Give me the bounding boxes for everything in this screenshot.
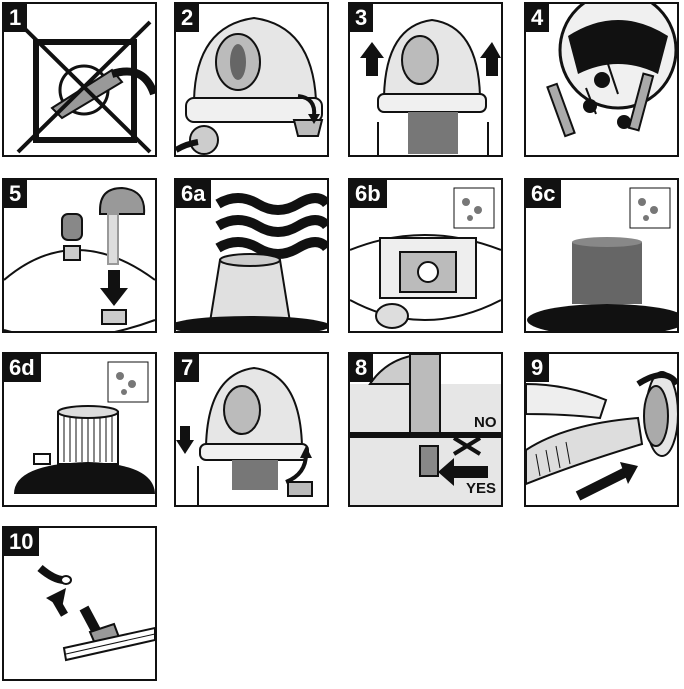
step-6c-panel: 6c [524,178,679,333]
step-10-number: 10 [4,528,39,556]
step-2-number: 2 [176,4,199,32]
step-1-panel: 1 [2,2,157,157]
step-9-panel: 9 [524,352,679,507]
step-6c-number: 6c [526,180,561,208]
step-5-panel: 5 [2,178,157,333]
step-6d-number: 6d [4,354,41,382]
step-9-number: 9 [526,354,549,382]
step-6b-panel: 6b [348,178,503,333]
step-3-number: 3 [350,4,373,32]
step-4-panel: 4 [524,2,679,157]
step-6a-number: 6a [176,180,211,208]
step-4-number: 4 [526,4,549,32]
step-2-panel: 2 [174,2,329,157]
step-8-number: 8 [350,354,373,382]
step-10-panel: 10 [2,526,157,681]
step-7-number: 7 [176,354,199,382]
step-8-panel: 8 NO YES [348,352,503,507]
step-5-number: 5 [4,180,27,208]
step-6a-panel: 6a [174,178,329,333]
step-1-number: 1 [4,4,27,32]
step-6b-number: 6b [350,180,387,208]
step-3-panel: 3 [348,2,503,157]
step-6d-panel: 6d [2,352,157,507]
step-7-panel: 7 [174,352,329,507]
yes-label: YES [466,480,496,497]
no-label: NO [474,414,497,431]
